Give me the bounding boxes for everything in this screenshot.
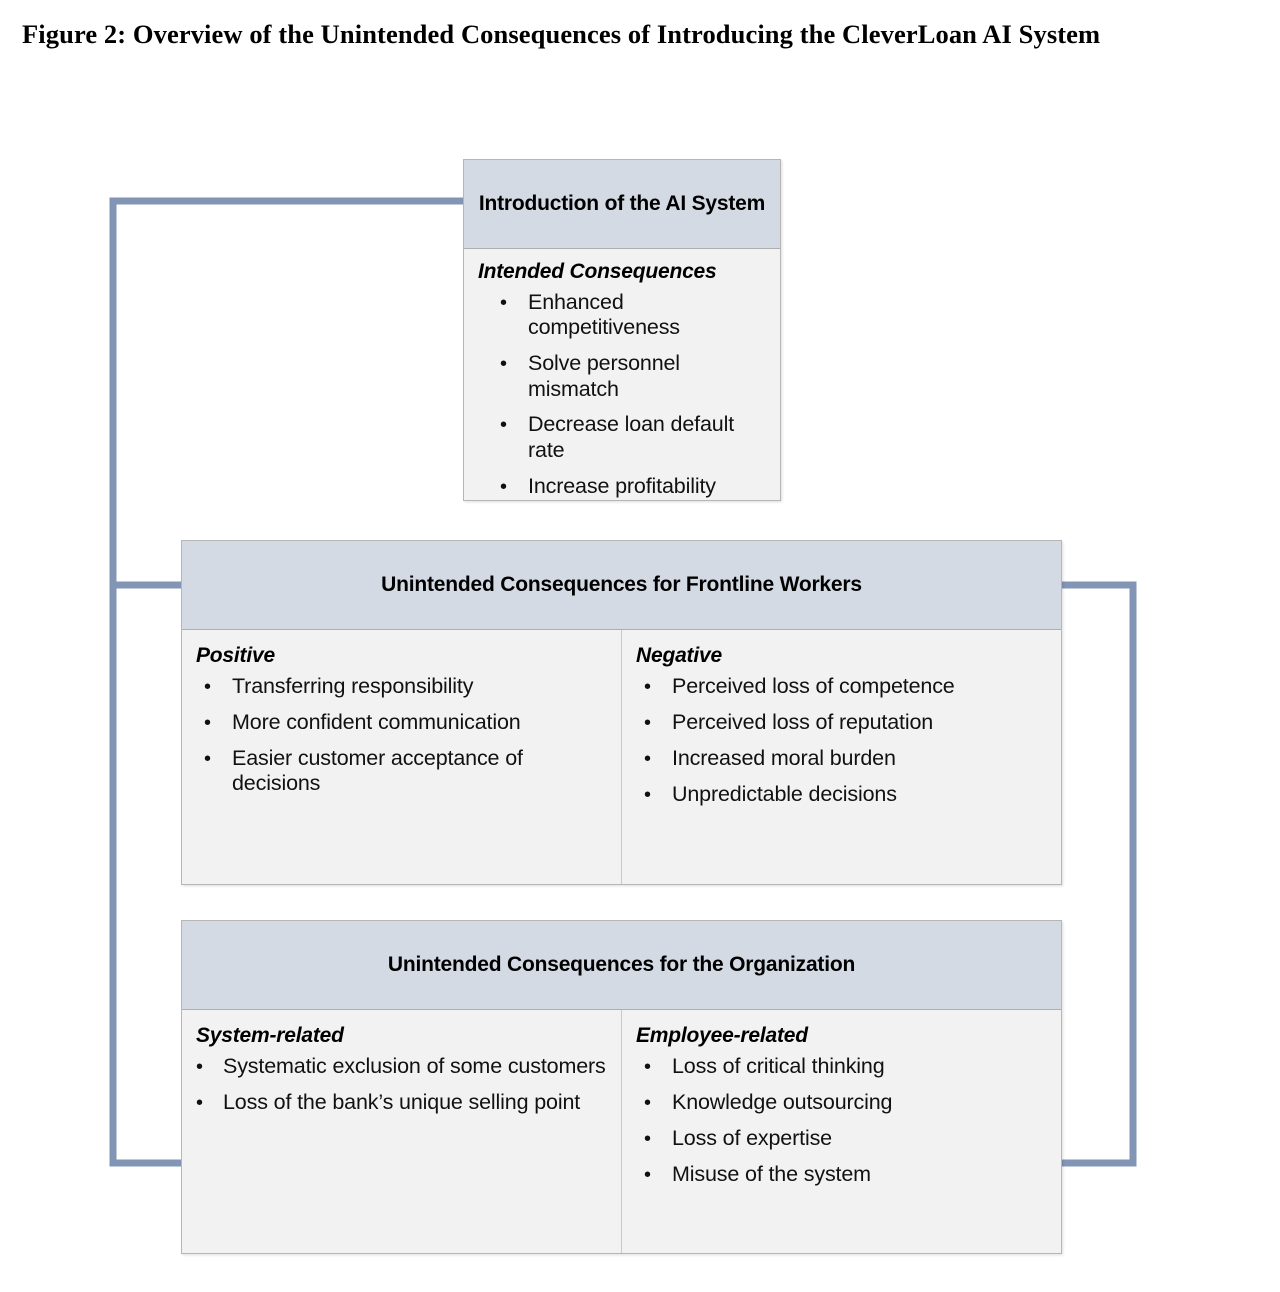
list-item-label: Enhanced competitiveness: [528, 290, 680, 340]
list-item-label: Loss of critical thinking: [672, 1054, 885, 1078]
list-item-label: Transferring responsibility: [232, 674, 474, 698]
connector-intro-to-frontline: [109, 197, 463, 617]
list-item: • Solve personnel mismatch: [478, 351, 770, 402]
bullet-icon: •: [644, 1056, 651, 1078]
organization-employee-related-title: Employee-related: [636, 1024, 808, 1047]
list-item-label: Increase profitability: [528, 473, 716, 498]
list-item-label: Loss of expertise: [672, 1125, 832, 1150]
list-item-label: Increased moral burden: [672, 745, 896, 770]
organization-employee-related-list: • Loss of critical thinking • Knowledge …: [636, 1054, 1055, 1187]
organization-system-related-column: System-related • Systematic exclusion of…: [182, 1010, 622, 1253]
frontline-positive-title: Positive: [196, 644, 275, 667]
frontline-positive-column: Positive • Transferring responsibility •…: [182, 630, 622, 884]
bullet-icon: •: [500, 292, 507, 314]
box-introduction-header: Introduction of the AI System: [464, 160, 780, 249]
bullet-icon: •: [644, 783, 651, 806]
list-item: • Easier customer acceptance of decision…: [196, 746, 615, 797]
bullet-icon: •: [204, 711, 211, 734]
bullet-icon: •: [204, 747, 211, 770]
bullet-icon: •: [644, 1127, 651, 1150]
list-item: • Loss of the bank’s unique selling poin…: [196, 1090, 615, 1115]
list-item: • Unpredictable decisions: [636, 782, 1055, 807]
organization-employee-related-column: Employee-related • Loss of critical thin…: [622, 1010, 1061, 1253]
list-item: • Decrease loan default rate: [478, 412, 770, 463]
bullet-icon: •: [196, 1056, 203, 1078]
bullet-icon: •: [500, 414, 507, 437]
list-item: • Systematic exclusion of some customers: [196, 1054, 615, 1079]
box-organization-header: Unintended Consequences for the Organiza…: [182, 921, 1061, 1010]
box-frontline-body: Positive • Transferring responsibility •…: [182, 630, 1061, 884]
box-unintended-consequences-organization[interactable]: Unintended Consequences for the Organiza…: [181, 920, 1062, 1254]
bullet-icon: •: [644, 676, 651, 698]
list-item: • Knowledge outsourcing: [636, 1090, 1055, 1115]
list-item: • Transferring responsibility: [196, 674, 615, 699]
list-item: • Misuse of the system: [636, 1162, 1055, 1187]
list-item-label: More confident communication: [232, 709, 521, 734]
box-organization-body: System-related • Systematic exclusion of…: [182, 1010, 1061, 1253]
list-item-label: Solve personnel mismatch: [528, 351, 680, 401]
list-item: • Perceived loss of reputation: [636, 710, 1055, 735]
list-item-label: Systematic exclusion of some customers: [223, 1054, 606, 1078]
bullet-icon: •: [204, 676, 211, 698]
organization-system-related-list: • Systematic exclusion of some customers…: [196, 1054, 615, 1115]
list-item-label: Knowledge outsourcing: [672, 1089, 893, 1114]
bullet-icon: •: [644, 711, 651, 734]
list-item: • Increased moral burden: [636, 746, 1055, 771]
intended-consequences-list: • Enhanced competitiveness • Solve perso…: [478, 290, 770, 499]
bullet-icon: •: [644, 1163, 651, 1186]
box-introduction-of-ai-system[interactable]: Introduction of the AI System Intended C…: [463, 159, 781, 501]
bullet-icon: •: [644, 747, 651, 770]
bullet-icon: •: [644, 1091, 651, 1114]
list-item-label: Loss of the bank’s unique selling point: [223, 1089, 581, 1114]
list-item: • Loss of expertise: [636, 1126, 1055, 1151]
bullet-icon: •: [500, 353, 507, 376]
bullet-icon: •: [196, 1091, 203, 1114]
intended-consequences-title: Intended Consequences: [478, 260, 717, 283]
list-item: • Increase profitability: [478, 474, 770, 499]
figure-caption: Figure 2: Overview of the Unintended Con…: [22, 19, 1101, 49]
bullet-icon: •: [500, 475, 507, 498]
list-item: • Enhanced competitiveness: [478, 290, 770, 341]
box-unintended-consequences-frontline-workers[interactable]: Unintended Consequences for Frontline Wo…: [181, 540, 1062, 885]
list-item: • Loss of critical thinking: [636, 1054, 1055, 1079]
frontline-negative-list: • Perceived loss of competence • Perceiv…: [636, 674, 1055, 807]
list-item-label: Perceived loss of competence: [672, 674, 955, 698]
list-item-label: Misuse of the system: [672, 1161, 871, 1186]
frontline-negative-title: Negative: [636, 644, 722, 667]
list-item-label: Unpredictable decisions: [672, 781, 897, 806]
box-introduction-body: Intended Consequences • Enhanced competi…: [464, 249, 780, 500]
organization-system-related-title: System-related: [196, 1024, 344, 1047]
list-item-label: Decrease loan default rate: [528, 412, 735, 462]
box-frontline-header: Unintended Consequences for Frontline Wo…: [182, 541, 1061, 630]
frontline-negative-column: Negative • Perceived loss of competence …: [622, 630, 1061, 884]
frontline-positive-list: • Transferring responsibility • More con…: [196, 674, 615, 796]
list-item: • Perceived loss of competence: [636, 674, 1055, 699]
list-item-label: Easier customer acceptance of decisions: [232, 745, 523, 796]
list-item: • More confident communication: [196, 710, 615, 735]
list-item-label: Perceived loss of reputation: [672, 709, 934, 734]
